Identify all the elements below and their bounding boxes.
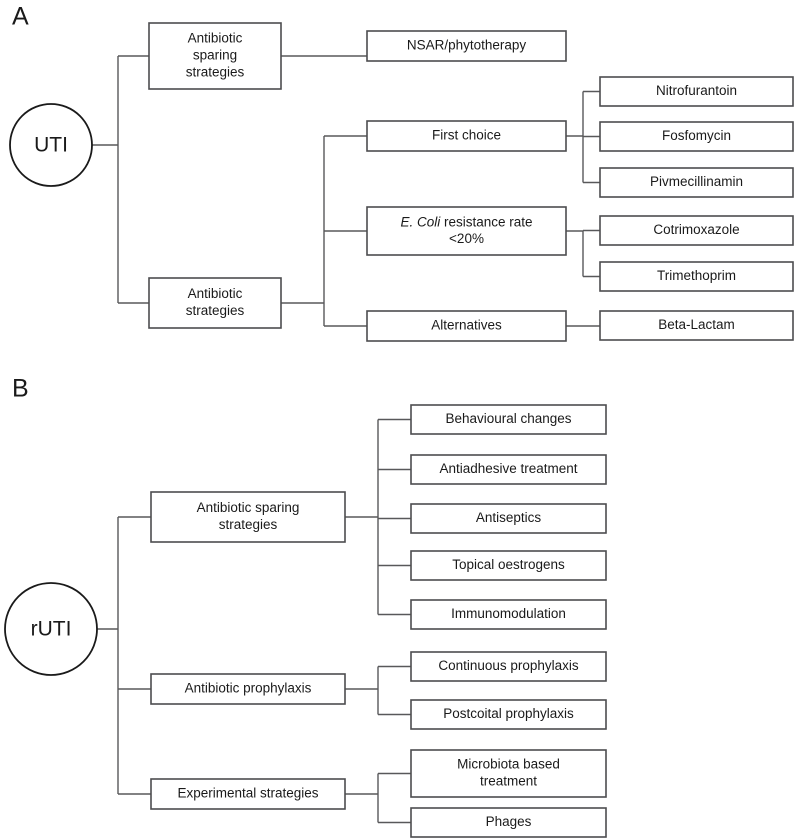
node-alternatives[interactable]: Alternatives: [366, 310, 567, 342]
node-label-alternatives: Alternatives: [431, 318, 502, 333]
node-label-fosfomycin: Fosfomycin: [662, 128, 731, 143]
node-box-antibiotic-sparing-strategies: [150, 491, 346, 543]
node-postcoital-prophylaxis[interactable]: Postcoital prophylaxis: [410, 699, 607, 730]
node-box-experimental-strategies: [150, 778, 346, 810]
root-circle-ruti: [4, 582, 98, 676]
root-label-ruti: rUTI: [31, 618, 72, 641]
node-antibiotic-strategies[interactable]: Antibiotic strategies: [148, 277, 282, 329]
node-fosfomycin[interactable]: Fosfomycin: [599, 121, 794, 152]
node-label-immunomodulation: Immunomodulation: [451, 606, 566, 621]
node-box-behavioural-changes: [410, 404, 607, 435]
node-e-coli-resistance-rate-20[interactable]: E. Coli resistance rate <20%: [366, 206, 567, 256]
panel-letter-b: B: [12, 375, 29, 403]
node-trimethoprim[interactable]: Trimethoprim: [599, 261, 794, 292]
node-label-cotrimoxazole: Cotrimoxazole: [653, 222, 739, 237]
node-box-microbiota-based-treatment: [410, 749, 607, 798]
node-label-nitrofurantoin: Nitrofurantoin: [656, 83, 737, 98]
node-microbiota-based-treatment[interactable]: Microbiota based treatment: [410, 749, 607, 798]
node-label-antibiotic-prophylaxis: Antibiotic prophylaxis: [185, 681, 312, 696]
node-antiadhesive-treatment[interactable]: Antiadhesive treatment: [410, 454, 607, 485]
node-beta-lactam[interactable]: Beta-Lactam: [599, 310, 794, 341]
panel-letter-a: A: [12, 3, 29, 31]
node-label-continuous-prophylaxis: Continuous prophylaxis: [438, 658, 579, 673]
node-label-e-coli-resistance-rate-20: <20%: [449, 231, 484, 246]
node-box-nsar-phytotherapy: [366, 30, 567, 62]
node-label-beta-lactam: Beta-Lactam: [658, 317, 735, 332]
node-box-fosfomycin: [599, 121, 794, 152]
node-topical-oestrogens[interactable]: Topical oestrogens: [410, 550, 607, 581]
node-label-topical-oestrogens: Topical oestrogens: [452, 557, 565, 572]
node-antiseptics[interactable]: Antiseptics: [410, 503, 607, 534]
node-label-antibiotic-strategies: Antibiotic: [188, 286, 243, 301]
node-label-antibiotic-sparing-strategies: sparing: [193, 48, 237, 63]
node-label-microbiota-based-treatment: treatment: [480, 774, 537, 789]
node-box-antibiotic-strategies: [148, 277, 282, 329]
node-label-antiadhesive-treatment: Antiadhesive treatment: [439, 461, 577, 476]
root-node-uti[interactable]: UTI: [9, 103, 93, 187]
node-box-antiadhesive-treatment: [410, 454, 607, 485]
root-label-uti: UTI: [34, 134, 68, 157]
node-antibiotic-prophylaxis[interactable]: Antibiotic prophylaxis: [150, 673, 346, 705]
panel-letters-layer: AB: [12, 3, 29, 403]
node-box-immunomodulation: [410, 599, 607, 630]
node-immunomodulation[interactable]: Immunomodulation: [410, 599, 607, 630]
node-box-nitrofurantoin: [599, 76, 794, 107]
node-label-antibiotic-strategies: strategies: [186, 303, 245, 318]
node-nitrofurantoin[interactable]: Nitrofurantoin: [599, 76, 794, 107]
node-box-postcoital-prophylaxis: [410, 699, 607, 730]
node-box-antibiotic-prophylaxis: [150, 673, 346, 705]
node-label-nsar-phytotherapy: NSAR/phytotherapy: [407, 38, 527, 53]
node-label-antiseptics: Antiseptics: [476, 510, 542, 525]
node-label-experimental-strategies: Experimental strategies: [177, 786, 318, 801]
node-first-choice[interactable]: First choice: [366, 120, 567, 152]
node-box-antiseptics: [410, 503, 607, 534]
node-label-first-choice: First choice: [432, 128, 501, 143]
node-label-pivmecillinamin: Pivmecillinamin: [650, 174, 743, 189]
node-pivmecillinamin[interactable]: Pivmecillinamin: [599, 167, 794, 198]
node-box-topical-oestrogens: [410, 550, 607, 581]
node-box-phages: [410, 807, 607, 838]
node-continuous-prophylaxis[interactable]: Continuous prophylaxis: [410, 651, 607, 682]
node-box-first-choice: [366, 120, 567, 152]
node-label-e-coli-resistance-rate-20: E. Coli resistance rate: [400, 214, 532, 229]
node-box-e-coli-resistance-rate-20: [366, 206, 567, 256]
root-node-ruti[interactable]: rUTI: [4, 582, 98, 676]
node-phages[interactable]: Phages: [410, 807, 607, 838]
node-label-antibiotic-sparing-strategies: strategies: [219, 517, 278, 532]
node-label-antibiotic-sparing-strategies: Antibiotic sparing: [197, 500, 300, 515]
node-box-beta-lactam: [599, 310, 794, 341]
node-label-behavioural-changes: Behavioural changes: [445, 411, 571, 426]
connectors-layer: [92, 55, 600, 824]
nodes-layer: UTIAntibioticsparingstrategiesAntibiotic…: [4, 22, 794, 838]
root-circle-uti: [9, 103, 93, 187]
node-label-antibiotic-sparing-strategies: strategies: [186, 65, 245, 80]
node-box-trimethoprim: [599, 261, 794, 292]
node-label-microbiota-based-treatment: Microbiota based: [457, 757, 560, 772]
node-label-antibiotic-sparing-strategies: Antibiotic: [188, 31, 243, 46]
node-experimental-strategies[interactable]: Experimental strategies: [150, 778, 346, 810]
node-box-alternatives: [366, 310, 567, 342]
node-label-trimethoprim: Trimethoprim: [657, 268, 736, 283]
node-box-pivmecillinamin: [599, 167, 794, 198]
node-behavioural-changes[interactable]: Behavioural changes: [410, 404, 607, 435]
node-box-cotrimoxazole: [599, 215, 794, 246]
node-label-postcoital-prophylaxis: Postcoital prophylaxis: [443, 706, 574, 721]
node-cotrimoxazole[interactable]: Cotrimoxazole: [599, 215, 794, 246]
node-nsar-phytotherapy[interactable]: NSAR/phytotherapy: [366, 30, 567, 62]
node-box-continuous-prophylaxis: [410, 651, 607, 682]
node-antibiotic-sparing-strategies[interactable]: Antibiotic sparing strategies: [148, 22, 282, 90]
node-antibiotic-sparing-strategies[interactable]: Antibiotic sparing strategies: [150, 491, 346, 543]
node-label-phages: Phages: [486, 814, 532, 829]
node-box-antibiotic-sparing-strategies: [148, 22, 282, 90]
